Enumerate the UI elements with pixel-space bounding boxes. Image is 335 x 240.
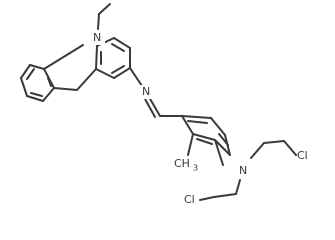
- imine-linkage: [129, 67, 183, 118]
- carbazole-nitrogen-label: N: [93, 31, 101, 44]
- chemical-structure: N N N CH 3 Cl Cl: [20, 3, 308, 206]
- amine-bonds: [199, 139, 297, 201]
- methyl-label: CH: [174, 157, 190, 170]
- ethyl-group: [97, 3, 111, 30]
- imine-nitrogen-label: N: [142, 85, 150, 98]
- aniline-ring: [181, 115, 231, 156]
- atom-labels: N N N CH 3 Cl Cl: [91, 31, 308, 206]
- methyl-group: [187, 133, 194, 156]
- chlorine-label-right: Cl: [297, 149, 308, 162]
- chlorine-label-bottom: Cl: [184, 193, 195, 206]
- carbazole-left-ring: [20, 64, 55, 102]
- methyl-subscript-label: 3: [193, 164, 198, 173]
- amine-nitrogen-label: N: [239, 164, 247, 177]
- carbazole-pyrrole-ring: [43, 44, 98, 91]
